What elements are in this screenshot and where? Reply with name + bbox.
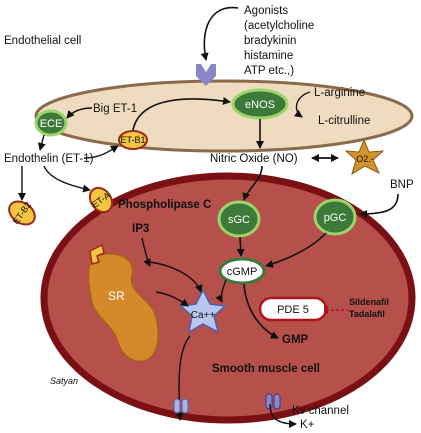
calcium-label: Ca++: [191, 310, 216, 321]
l-citrulline-label: L-citrulline: [318, 115, 370, 127]
eta-receptor: ET-A: [88, 186, 114, 214]
endothelin-label: Endothelin (ET-1): [4, 153, 94, 165]
ip3-to-sr-arrow: [141, 237, 151, 267]
nitric-oxide-label: Nitric Oxide (NO): [210, 153, 298, 165]
endothelial-cell-label: Endothelial cell: [4, 35, 81, 47]
enos-label: eNOS: [245, 99, 275, 111]
phospholipase-c-label: Phospholipase C: [118, 199, 211, 211]
tadalafil-label: Tadalafil: [349, 309, 385, 319]
ece-to-endothelin-arrow: [37, 134, 46, 151]
superoxide-star: O2.-: [344, 138, 385, 176]
pde5-node: PDE 5: [258, 296, 328, 322]
k-plus-label: K+: [300, 419, 315, 431]
agonist-receptor-icon: [196, 64, 216, 86]
enos-node: eNOS: [231, 88, 289, 120]
sildenafil-label: Sildenafil: [349, 297, 389, 307]
agonists-line-4: histamine: [244, 50, 293, 62]
endothelin-to-eta-arrow: [43, 165, 91, 193]
etb2-receptor: ET-B2: [8, 200, 36, 226]
agonists-label: Agonists (acetylcholine bradykinin hista…: [244, 5, 314, 77]
agonists-line-2: (acetylcholine: [244, 20, 314, 32]
pgc-label: pGC: [324, 212, 347, 224]
cgmp-to-calcium-arrow: [215, 279, 227, 303]
sr-channel-icon: [89, 243, 105, 265]
agonist-arrow: [200, 6, 239, 61]
sr-label: SR: [108, 289, 125, 303]
sgc-node: sGC: [217, 200, 261, 238]
agonists-line-5: ATP etc.,): [244, 65, 294, 77]
pgc-to-cgmp-arrow: [265, 232, 327, 268]
ece-node: ECE: [34, 109, 68, 137]
kv-channel-arrow: [269, 403, 297, 428]
sr-organelle: [87, 253, 159, 362]
big-et1-arrow: [66, 107, 93, 119]
cgmp-to-gmp-arrow: [243, 283, 279, 339]
endothelin-to-etb1-arrow: [83, 145, 119, 159]
sgc-to-cgmp-arrow: [236, 236, 245, 257]
etb1-label: ET-B1: [120, 135, 145, 145]
cgmp-label: cGMP: [227, 266, 258, 278]
arginine-citrulline-arrow: [293, 91, 311, 118]
etb1-to-enos-arrow: [132, 97, 231, 131]
smooth-muscle-label: Smooth muscle cell: [212, 363, 320, 375]
agonists-line-1: Agonists: [244, 5, 288, 17]
pde5-inhibitor-block: [324, 306, 328, 314]
l-arginine-label: L-arginine: [314, 87, 365, 99]
gmp-label: GMP: [282, 334, 309, 346]
signature-label: Satyan: [50, 376, 78, 386]
big-et1-label: Big ET-1: [93, 103, 137, 115]
sgc-label: sGC: [228, 214, 250, 226]
ip3-label: IP3: [132, 223, 149, 235]
etb1-receptor: ET-B1: [118, 130, 148, 150]
pde5-label: PDE 5: [277, 304, 309, 316]
bnp-label: BNP: [390, 179, 414, 191]
ece-label: ECE: [40, 118, 63, 130]
superoxide-label: O2.-: [356, 154, 374, 164]
agonists-line-3: bradykinin: [244, 35, 296, 47]
calcium-channel-icon: [173, 398, 189, 414]
ip3-to-calcium-arrow: [149, 261, 203, 293]
pgc-node: pGC: [313, 198, 357, 236]
bnp-to-pgc-arrow: [359, 193, 399, 218]
sr-to-calcium-arrow: [155, 291, 189, 307]
no-to-sgc-arrow: [242, 165, 263, 201]
kv-channel-label: Kv channel: [292, 405, 349, 417]
cgmp-node: cGMP: [218, 257, 266, 285]
